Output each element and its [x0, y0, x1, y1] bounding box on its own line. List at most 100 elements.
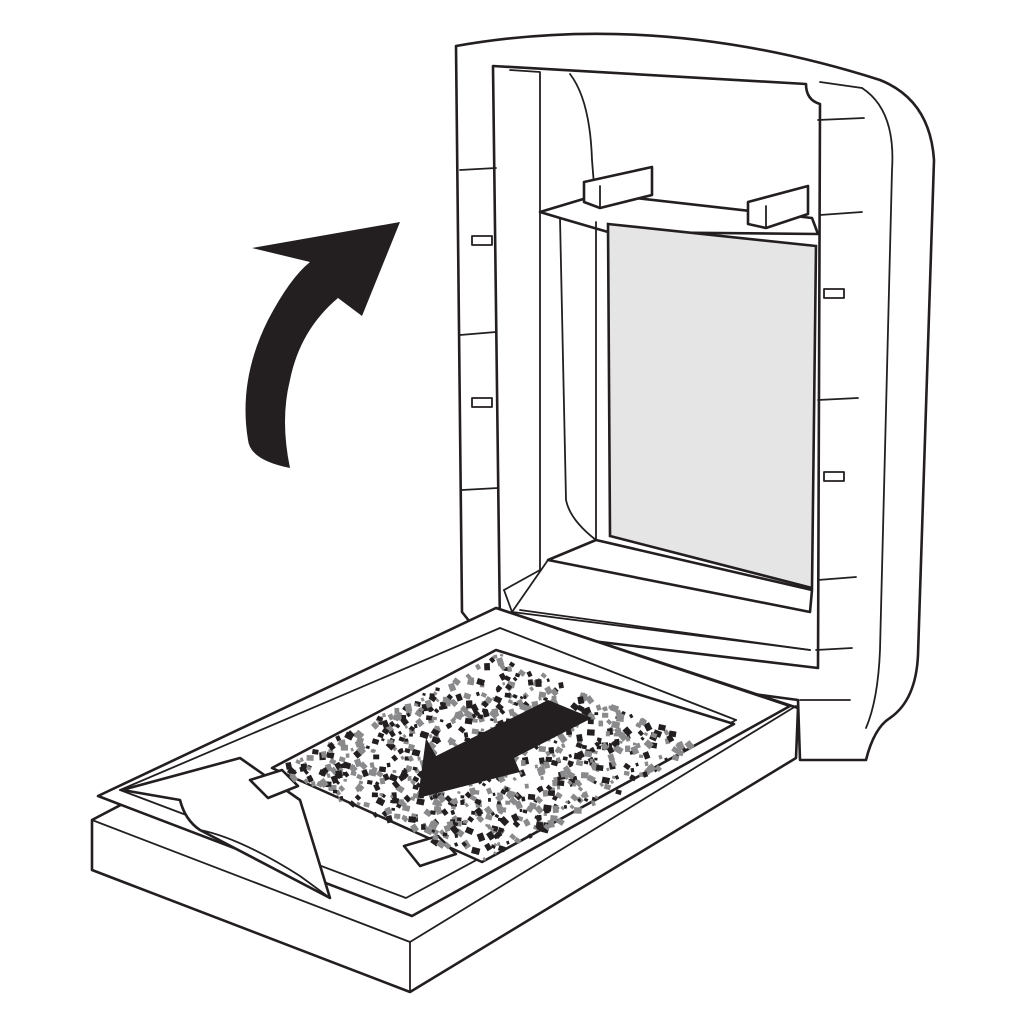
document-speckle [358, 780, 364, 785]
document-speckle [611, 720, 621, 729]
document-speckle [543, 760, 551, 769]
document-speckle [568, 753, 573, 759]
document-speckle [437, 793, 447, 804]
document-speckle [374, 793, 379, 798]
document-speckle [564, 775, 569, 781]
document-speckle [608, 742, 613, 747]
document-speckle [499, 815, 510, 827]
document-speckle [635, 762, 639, 767]
document-speckle [375, 770, 384, 778]
document-speckle [381, 810, 389, 818]
document-speckle [395, 723, 401, 729]
document-speckle [622, 726, 633, 737]
document-speckle [320, 751, 327, 759]
document-speckle [303, 778, 310, 785]
document-speckle [453, 821, 459, 827]
document-speckle [493, 851, 497, 855]
document-speckle [671, 746, 680, 754]
document-speckle [295, 759, 302, 765]
document-speckle [625, 736, 631, 742]
document-speckle [388, 773, 399, 783]
document-speckle [433, 725, 440, 731]
document-speckle [606, 767, 610, 772]
document-speckle [444, 795, 453, 803]
document-speckle [598, 720, 604, 727]
document-speckle [521, 796, 526, 802]
document-speckle [475, 691, 480, 697]
latch-slot [471, 397, 493, 408]
document-speckle [629, 750, 633, 755]
document-speckle [418, 706, 425, 713]
document-speckle [555, 791, 563, 799]
document-speckle [432, 716, 437, 721]
document-speckle [404, 703, 413, 713]
latch-slot [823, 288, 845, 299]
document-speckle [457, 790, 461, 795]
document-speckle [601, 776, 611, 785]
document-speckle [462, 820, 467, 824]
document-speckle [629, 774, 637, 782]
document-speckle [650, 732, 658, 739]
document-speckle [575, 759, 584, 767]
document-speckle [590, 800, 596, 807]
document-speckle [395, 815, 400, 820]
document-speckle [551, 819, 555, 823]
document-speckle [397, 748, 404, 755]
document-speckle [456, 817, 462, 822]
document-speckle [455, 693, 463, 702]
document-speckle [516, 815, 524, 822]
document-speckle [489, 718, 494, 722]
document-speckle [461, 841, 468, 848]
document-speckle [464, 826, 475, 836]
document-speckle [424, 699, 433, 709]
document-speckle [467, 815, 475, 823]
document-speckle [398, 730, 403, 736]
document-speckle [350, 770, 357, 777]
document-speckle [567, 779, 573, 786]
document-speckle [535, 679, 542, 687]
document-speckle [552, 805, 559, 814]
document-speckle [577, 798, 582, 803]
document-speckle [442, 696, 451, 704]
document-speckle [607, 753, 616, 762]
document-speckle [630, 745, 640, 756]
document-speckle [502, 682, 506, 686]
document-speckle [664, 757, 669, 762]
document-speckle [401, 804, 411, 812]
document-speckle [642, 771, 649, 778]
document-speckle [382, 712, 386, 718]
document-speckle [534, 764, 539, 769]
document-speckle [498, 793, 504, 800]
document-speckle [338, 766, 344, 772]
document-speckle [606, 718, 613, 726]
document-speckle [421, 824, 426, 830]
document-speckle [480, 728, 485, 732]
document-speckle [643, 731, 649, 737]
document-speckle [495, 803, 504, 812]
document-speckle [576, 734, 583, 742]
document-speckle [513, 837, 522, 845]
document-speckle [545, 784, 553, 791]
document-speckle [534, 795, 544, 805]
document-speckle [512, 776, 517, 782]
document-speckle [350, 747, 354, 752]
document-speckle [635, 722, 642, 729]
document-speckle [423, 826, 434, 836]
document-speckle [543, 804, 552, 812]
document-speckle [654, 764, 663, 773]
document-speckle [348, 800, 357, 808]
document-speckle [392, 769, 397, 774]
document-speckle [469, 677, 475, 682]
document-speckle [407, 755, 414, 762]
document-speckle [388, 730, 396, 738]
document-speckle [299, 757, 304, 763]
document-speckle [370, 749, 376, 754]
document-speckle [449, 698, 459, 708]
document-speckle [658, 754, 663, 760]
document-speckle [544, 685, 553, 696]
document-speckle [410, 823, 420, 833]
document-speckle [570, 728, 575, 732]
document-speckle [460, 799, 465, 806]
document-speckle [387, 713, 395, 721]
document-speckle [328, 758, 337, 766]
